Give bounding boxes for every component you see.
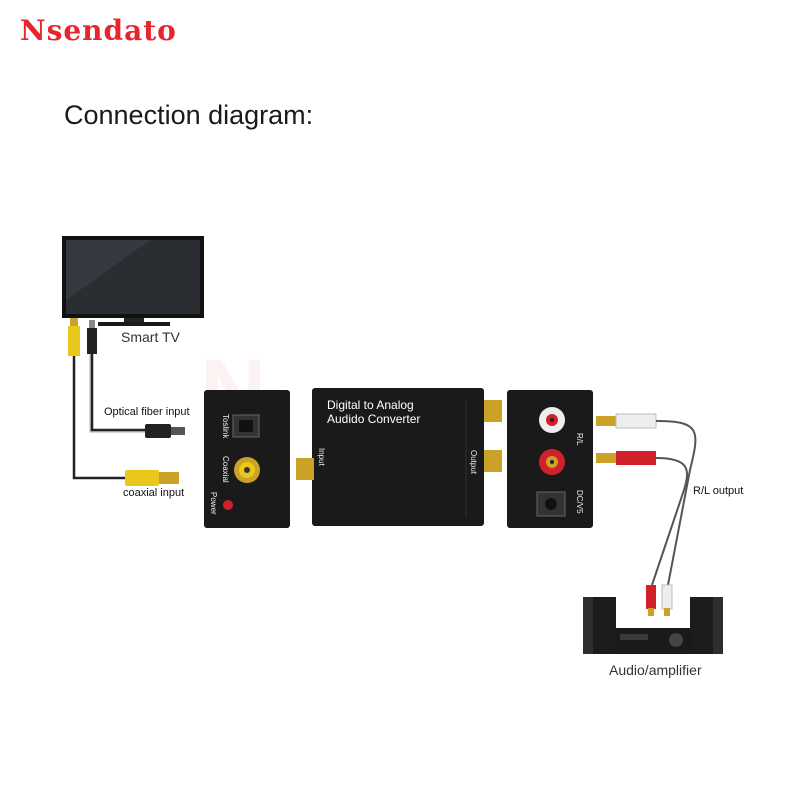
converter-body <box>296 388 502 526</box>
brand-logo: Nsendato <box>20 14 177 47</box>
speaker-left-icon <box>583 597 616 654</box>
rl-port-label: R/L <box>575 433 584 446</box>
speaker-right-icon <box>690 597 723 654</box>
toslink-label: Toslink <box>221 414 230 439</box>
tv-plugs-icon <box>68 318 97 356</box>
optical-label: Optical fiber input <box>104 406 190 418</box>
dc-port-label: DC/V5 <box>575 490 584 514</box>
rca-amp-plugs-icon <box>646 584 673 616</box>
amplifier-label: Audio/amplifier <box>609 662 702 678</box>
coaxial-plug-icon <box>125 470 179 486</box>
converter-front-panel <box>204 390 290 528</box>
coaxial-label: coaxial input <box>123 487 185 499</box>
power-label: Power <box>209 492 218 515</box>
rl-cable-red <box>651 457 688 586</box>
converter-title-line2: Audido Converter <box>327 412 421 426</box>
coaxial-cable <box>72 356 125 480</box>
optical-cable <box>90 354 145 432</box>
output-label: Output <box>469 450 478 475</box>
smart-tv-icon <box>62 236 204 326</box>
coaxial-port-label: Coaxial <box>221 456 230 483</box>
converter-title-line1: Digital to Analog <box>327 398 414 412</box>
amplifier-icon <box>614 628 692 654</box>
converter-back-panel <box>507 390 593 528</box>
rl-cable-white <box>655 420 697 586</box>
rl-output-label: R/L output <box>693 485 744 497</box>
rca-output-plugs-icon <box>596 413 657 465</box>
tv-label: Smart TV <box>121 329 180 345</box>
page-heading: Connection diagram: <box>64 100 314 130</box>
input-label: Input <box>317 448 326 466</box>
optical-plug-icon <box>145 424 185 438</box>
